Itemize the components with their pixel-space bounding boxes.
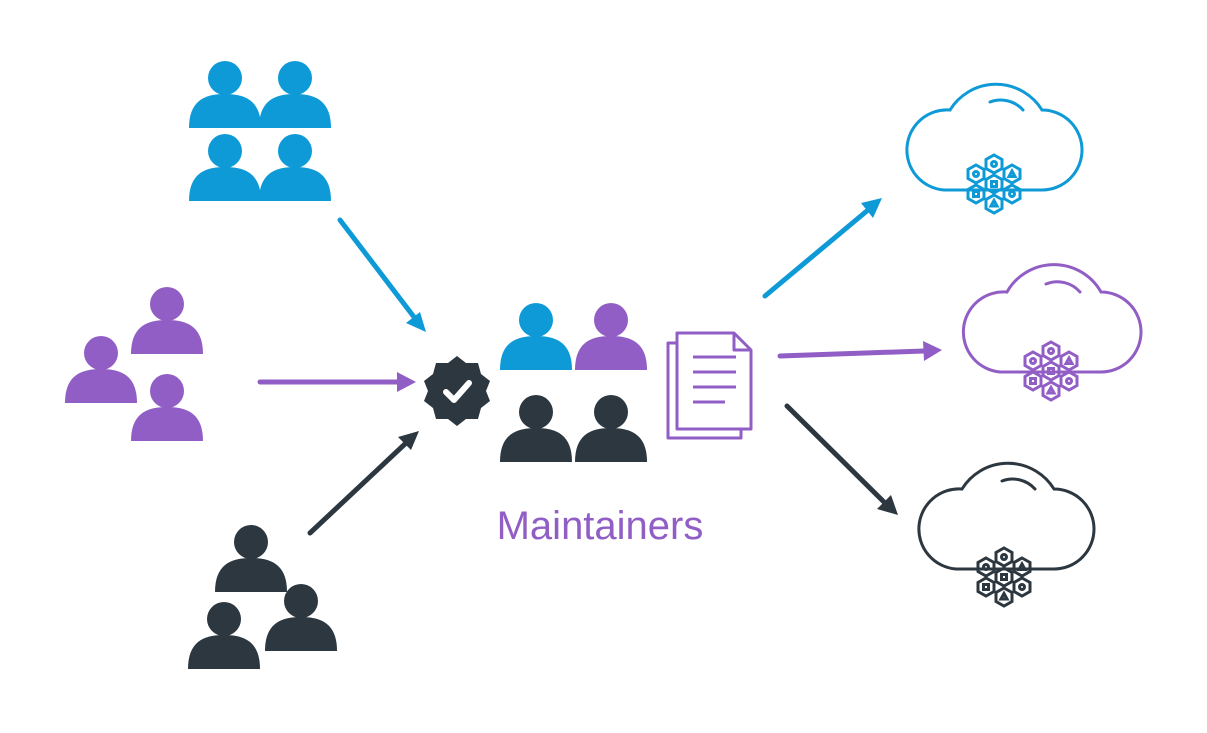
maintainer-dark-person-icon xyxy=(500,395,572,462)
blue-contributor-group xyxy=(189,61,331,201)
purple-outbound-arrow xyxy=(777,341,942,361)
blue-person-icon xyxy=(259,134,331,201)
blue-person-icon xyxy=(189,61,261,128)
dark-person-icon xyxy=(215,525,287,592)
blue-person-icon xyxy=(259,61,331,128)
maintainer-blue-person-icon xyxy=(500,303,572,370)
blue-outbound-arrow xyxy=(762,198,882,299)
inbound-arrows xyxy=(257,217,426,536)
maintainers-group xyxy=(500,303,647,462)
maintainer-dark-person-icon xyxy=(575,395,647,462)
blue-person-icon xyxy=(189,134,261,201)
dark-contributor-group xyxy=(188,525,337,669)
purple-contributor-group xyxy=(65,287,203,441)
purple-person-icon xyxy=(65,336,137,403)
cluster-icon xyxy=(976,546,1032,608)
purple-person-icon xyxy=(131,287,203,354)
blue-cloud xyxy=(905,82,1084,215)
dark-outbound-arrow xyxy=(784,403,898,515)
verified-badge-icon xyxy=(424,356,490,426)
document-stack-icon xyxy=(666,331,753,440)
cloud-icon xyxy=(961,263,1143,374)
maintainer-purple-person-icon xyxy=(575,303,647,370)
blue-inbound-arrow xyxy=(337,217,426,332)
dark-person-icon xyxy=(188,602,260,669)
maintainers-label: Maintainers xyxy=(496,504,704,548)
cluster-icon xyxy=(966,153,1022,215)
dark-inbound-arrow xyxy=(307,431,419,536)
cloud-icon xyxy=(917,461,1096,571)
dark-person-icon xyxy=(265,584,337,651)
purple-inbound-arrow xyxy=(257,372,416,392)
purple-person-icon xyxy=(131,374,203,441)
cloud-icon xyxy=(905,82,1084,192)
dark-cloud xyxy=(917,461,1096,608)
purple-cloud xyxy=(961,263,1143,402)
outbound-arrows xyxy=(762,198,942,515)
